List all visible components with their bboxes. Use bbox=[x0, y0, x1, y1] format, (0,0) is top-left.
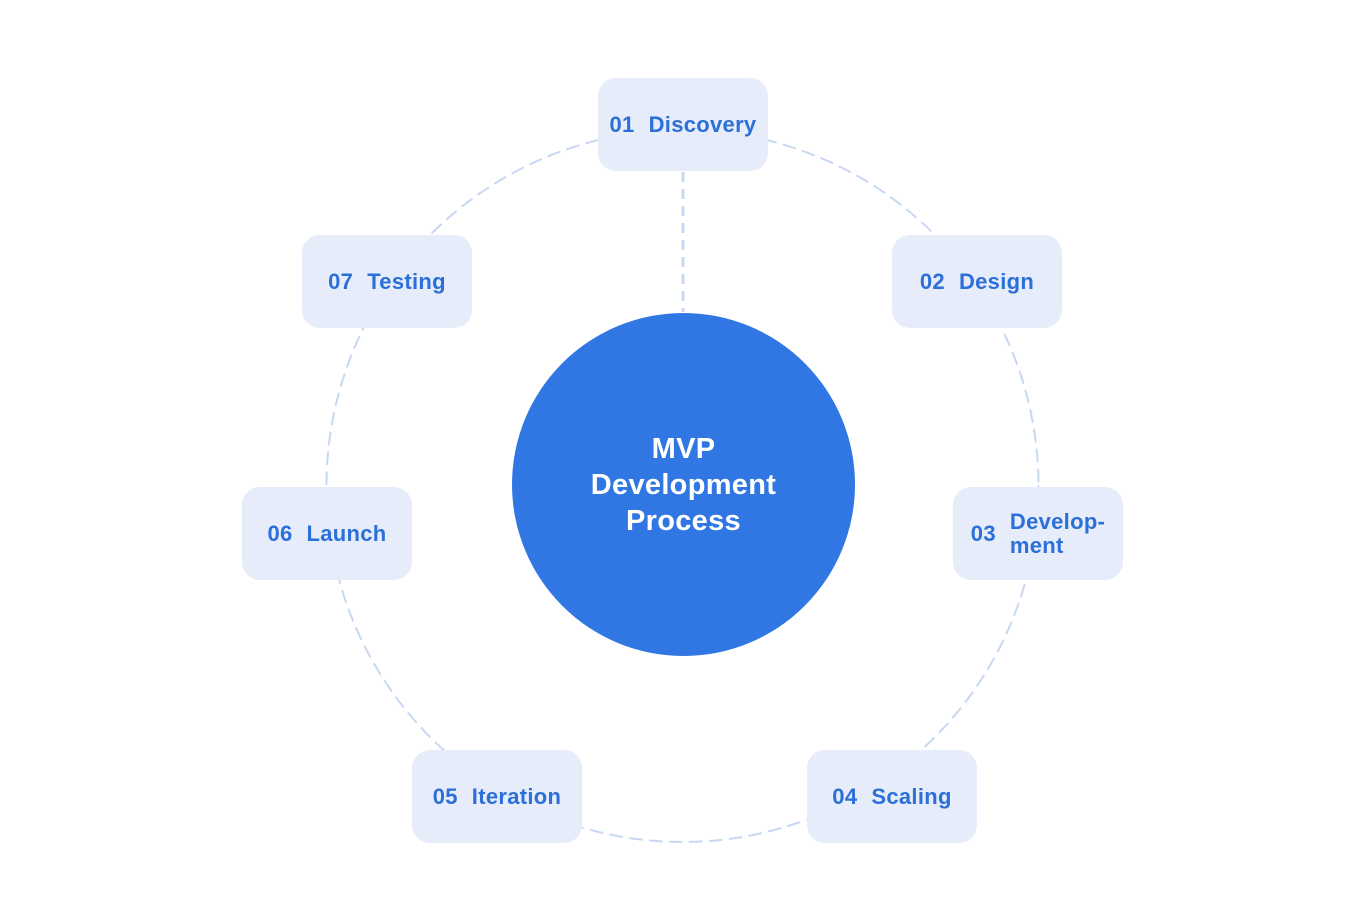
step-label-line-2: ment bbox=[1009, 532, 1064, 558]
step-label: Scaling bbox=[871, 783, 952, 809]
step-number: 01 bbox=[609, 111, 635, 137]
step-card-design: 02 Design bbox=[892, 235, 1062, 328]
dashed-orbit-ring bbox=[325, 129, 1040, 843]
step-label: Iteration bbox=[471, 783, 562, 809]
step-label: Testing bbox=[367, 268, 446, 294]
step-number: 02 bbox=[919, 268, 945, 294]
step-card-launch: 06 Launch bbox=[242, 487, 412, 580]
center-title: MVP Development Process bbox=[591, 431, 776, 539]
step-card-discovery: 01 Discovery bbox=[598, 78, 768, 171]
step-card-development: 03 Develop- ment bbox=[953, 487, 1123, 580]
step-number: 03 bbox=[970, 520, 996, 546]
step-card-scaling: 04 Scaling bbox=[807, 750, 977, 843]
center-title-line-1: MVP bbox=[651, 432, 716, 465]
step-label: Design bbox=[958, 268, 1035, 294]
step-label: Develop- ment bbox=[1010, 510, 1105, 556]
step-number: 07 bbox=[328, 268, 354, 294]
step-label: Discovery bbox=[648, 111, 757, 137]
step-card-testing: 07 Testing bbox=[302, 235, 472, 328]
step-number: 05 bbox=[432, 783, 458, 809]
step-number: 06 bbox=[267, 520, 293, 546]
center-circle: MVP Development Process bbox=[512, 313, 855, 656]
step-card-iteration: 05 Iteration bbox=[412, 750, 582, 843]
step-number: 04 bbox=[832, 783, 858, 809]
center-title-line-3: Process bbox=[626, 504, 741, 537]
step-label-line-1: Develop- bbox=[1009, 509, 1106, 535]
step-label: Launch bbox=[306, 520, 387, 546]
center-title-line-2: Development bbox=[590, 468, 777, 501]
